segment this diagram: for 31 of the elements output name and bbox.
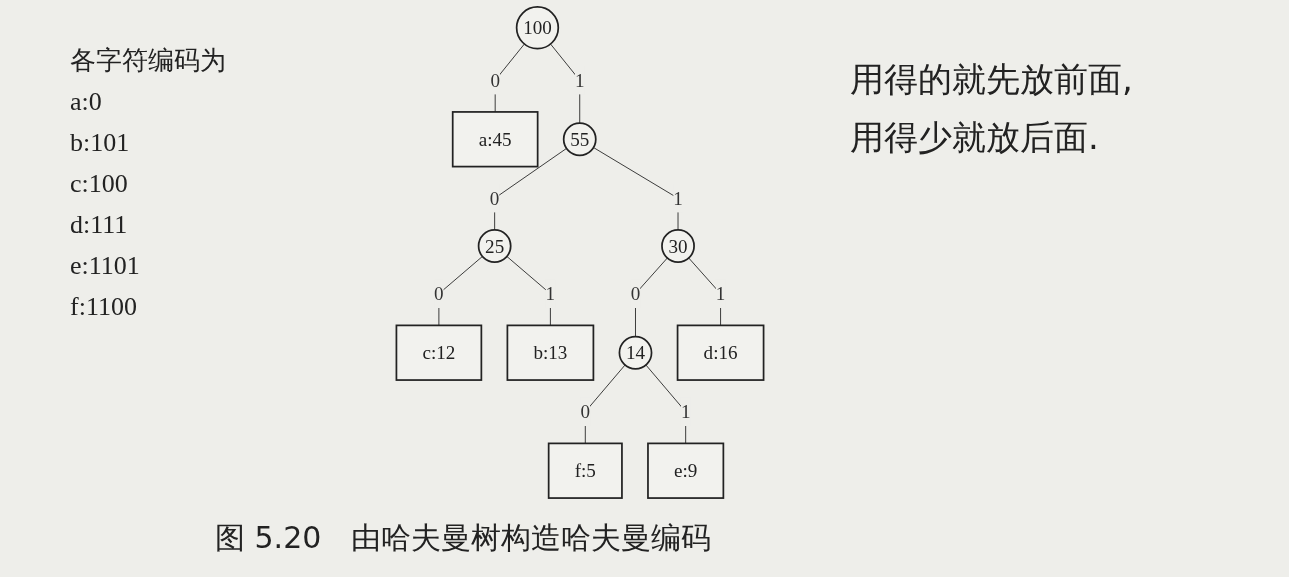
edge-label: 1 (715, 282, 726, 305)
edge-label: 1 (545, 282, 556, 305)
edge-label: 0 (630, 282, 641, 305)
handwritten-note: 用得少就放后面. (850, 116, 1099, 159)
node-box: f:5 (547, 442, 623, 499)
code-entry: e:1101 (70, 250, 140, 282)
edge-label: 0 (580, 400, 591, 423)
node-box: e:9 (647, 442, 725, 499)
figure-caption: 图 5.20 由哈夫曼树构造哈夫曼编码 (215, 519, 712, 557)
edge-label: 1 (673, 187, 683, 210)
code-entry: b:101 (70, 127, 130, 159)
code-entry: f:1100 (70, 291, 137, 323)
handwritten-note: 用得的就先放前面, (850, 58, 1133, 101)
edge-label: 0 (490, 69, 500, 92)
edge-label: 1 (574, 69, 585, 92)
edge-label: 0 (434, 282, 444, 305)
node-circle: 100 (515, 6, 560, 50)
node-circle: 14 (618, 335, 653, 370)
node-box: c:12 (395, 324, 483, 381)
edge-label: 1 (680, 400, 691, 423)
node-box: a:45 (451, 111, 539, 168)
code-entry: d:111 (70, 209, 128, 241)
node-circle: 25 (477, 229, 512, 263)
edge-label: 0 (489, 187, 500, 210)
list-heading: 各字符编码为 (70, 45, 226, 77)
code-entry: c:100 (70, 168, 128, 200)
node-circle: 55 (562, 122, 597, 157)
node-box: b:13 (506, 324, 595, 381)
code-entry: a:0 (70, 86, 102, 118)
node-box: d:16 (676, 324, 765, 381)
node-circle: 30 (661, 229, 695, 263)
